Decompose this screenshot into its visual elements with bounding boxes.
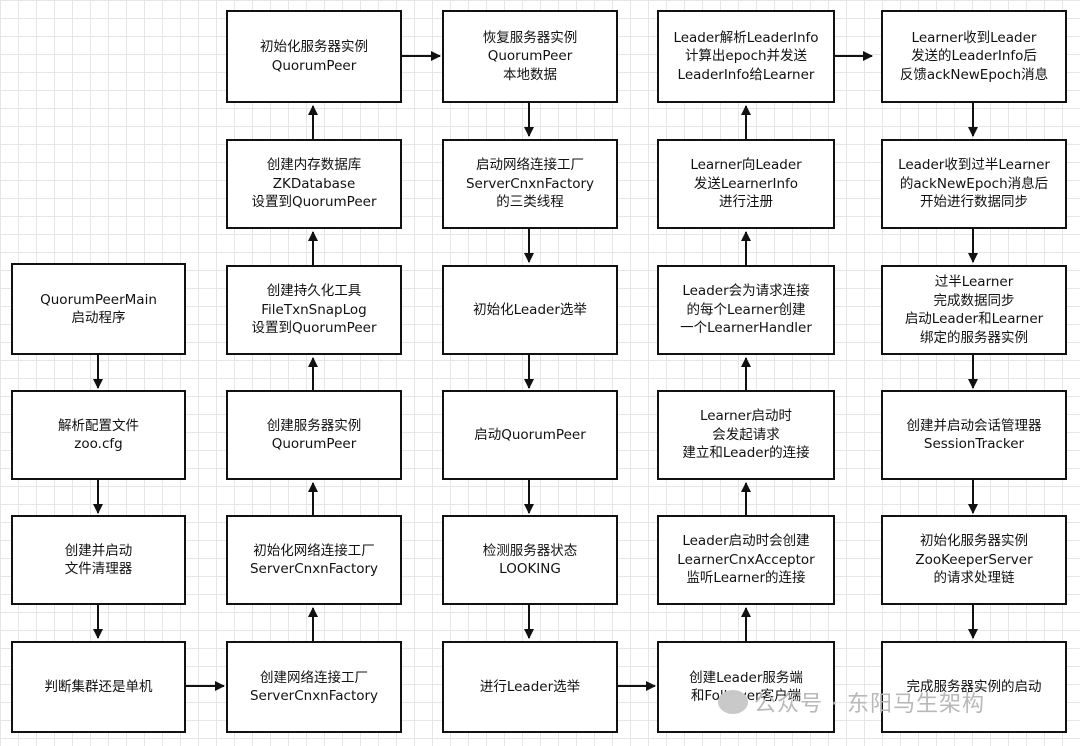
wechat-icon xyxy=(718,690,748,714)
box-init-zookeeperserver: 初始化服务器实例 ZooKeeperServer 的请求处理链 xyxy=(881,515,1067,605)
box-label: Learner启动时 会发起请求 建立和Leader的连接 xyxy=(682,408,810,462)
box-label: 恢复服务器实例 QuorumPeer 本地数据 xyxy=(482,29,578,83)
box-label: 判断集群还是单机 xyxy=(44,678,153,695)
box-check-state: 检测服务器状态 LOOKING xyxy=(442,515,618,605)
box-label: 完成服务器实例的启动 xyxy=(906,678,1042,695)
box-label: Learner收到Leader 发送的LeaderInfo后 反馈ackNewE… xyxy=(899,29,1049,83)
box-label: Leader会为请求连接 的每个Learner创建 一个LearnerHandl… xyxy=(680,283,812,337)
box-label: 启动网络连接工厂 ServerCnxnFactory 的三类线程 xyxy=(465,157,595,211)
box-main: QuorumPeerMain 启动程序 xyxy=(11,263,186,355)
watermark-text: 公众号 · 东阳马生架构 xyxy=(754,692,985,717)
box-learner-handler: Leader会为请求连接 的每个Learner创建 一个LearnerHandl… xyxy=(657,265,835,355)
box-label: 过半Learner 完成数据同步 启动Leader和Learner 绑定的服务器… xyxy=(904,274,1044,346)
box-learner-connect: Learner启动时 会发起请求 建立和Leader的连接 xyxy=(657,390,835,480)
box-startup-complete: 完成服务器实例的启动 xyxy=(881,641,1067,733)
box-cnx-acceptor: Leader启动时会创建 LearnerCnxAcceptor 监听Learne… xyxy=(657,515,835,605)
box-label: 初始化Leader选举 xyxy=(473,301,587,318)
box-label: Learner向Leader 发送LearnerInfo 进行注册 xyxy=(690,157,802,211)
box-cluster-check: 判断集群还是单机 xyxy=(11,641,186,733)
box-label: 创建并启动 文件清理器 xyxy=(64,542,133,578)
box-label: 创建服务器实例 QuorumPeer xyxy=(266,417,362,453)
box-label: 启动QuorumPeer xyxy=(474,426,586,443)
box-learner-register: Learner向Leader 发送LearnerInfo 进行注册 xyxy=(657,139,835,229)
box-label: 解析配置文件 zoo.cfg xyxy=(58,417,139,453)
box-run-election: 进行Leader选举 xyxy=(442,641,618,733)
box-start-cnxn-threads: 启动网络连接工厂 ServerCnxnFactory 的三类线程 xyxy=(442,139,618,229)
box-parse-config: 解析配置文件 zoo.cfg xyxy=(11,390,186,480)
box-create-server-client: 创建Leader服务端 和Follower客户端 xyxy=(657,641,835,733)
box-init-election: 初始化Leader选举 xyxy=(442,265,618,355)
box-create-cnxn-factory: 创建网络连接工厂 ServerCnxnFactory xyxy=(226,641,402,733)
box-label: 创建并启动会话管理器 SessionTracker xyxy=(906,417,1042,453)
box-file-cleaner: 创建并启动 文件清理器 xyxy=(11,515,186,605)
box-label: 检测服务器状态 LOOKING xyxy=(482,542,578,578)
box-label: Leader启动时会创建 LearnerCnxAcceptor 监听Learne… xyxy=(677,533,815,587)
box-learner-ack: Learner收到Leader 发送的LeaderInfo后 反馈ackNewE… xyxy=(881,10,1067,103)
box-label: 初始化服务器实例 QuorumPeer xyxy=(260,39,368,74)
box-create-persistence: 创建持久化工具 FileTxnSnapLog 设置到QuorumPeer xyxy=(226,265,402,355)
box-label: Leader收到过半Learner 的ackNewEpoch消息后 开始进行数据… xyxy=(898,157,1050,211)
box-leader-parse-info: Leader解析LeaderInfo 计算出epoch并发送 LeaderInf… xyxy=(657,10,835,103)
box-session-tracker: 创建并启动会话管理器 SessionTracker xyxy=(881,390,1067,480)
box-label: 创建持久化工具 FileTxnSnapLog 设置到QuorumPeer xyxy=(251,283,377,337)
box-label: 初始化网络连接工厂 ServerCnxnFactory xyxy=(249,542,379,578)
box-create-zkdatabase: 创建内存数据库 ZKDatabase 设置到QuorumPeer xyxy=(226,139,402,229)
box-start-quorumpeer: 启动QuorumPeer xyxy=(442,390,618,480)
box-label: 创建内存数据库 ZKDatabase 设置到QuorumPeer xyxy=(251,157,377,211)
box-restore-data: 恢复服务器实例 QuorumPeer 本地数据 xyxy=(442,10,618,103)
box-half-learner: 过半Learner 完成数据同步 启动Leader和Learner 绑定的服务器… xyxy=(881,265,1067,355)
box-create-quorumpeer: 创建服务器实例 QuorumPeer xyxy=(226,390,402,480)
watermark: 公众号 · 东阳马生架构 xyxy=(718,686,985,718)
box-label: 创建网络连接工厂 ServerCnxnFactory xyxy=(249,669,379,705)
box-init-quorumpeer: 初始化服务器实例 QuorumPeer xyxy=(226,10,402,103)
box-label: Leader解析LeaderInfo 计算出epoch并发送 LeaderInf… xyxy=(673,29,819,83)
box-label: 初始化服务器实例 ZooKeeperServer 的请求处理链 xyxy=(915,533,1033,587)
box-data-sync: Leader收到过半Learner 的ackNewEpoch消息后 开始进行数据… xyxy=(881,139,1067,229)
box-label: QuorumPeerMain 启动程序 xyxy=(40,291,157,327)
box-label: 进行Leader选举 xyxy=(479,678,581,695)
box-init-cnxn-factory: 初始化网络连接工厂 ServerCnxnFactory xyxy=(226,515,402,605)
